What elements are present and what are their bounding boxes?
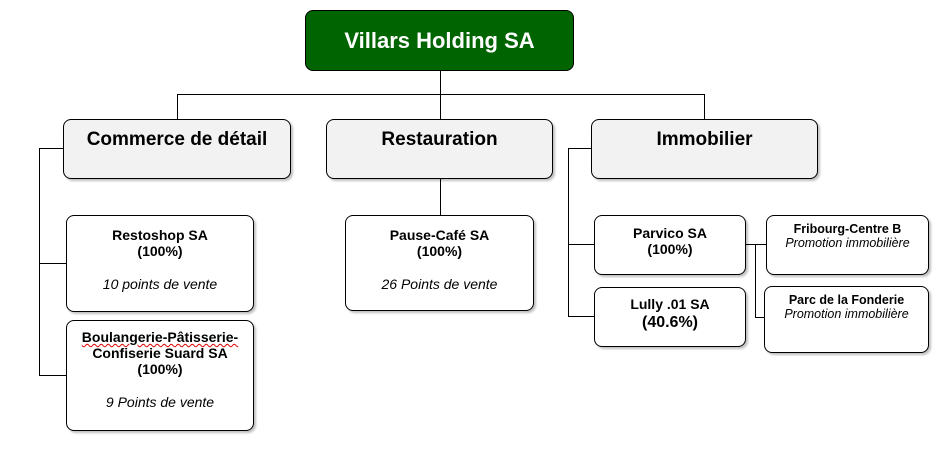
connector-immobilier-spine bbox=[568, 148, 569, 317]
connector-to-fribourg bbox=[755, 244, 766, 245]
project-fonderie[interactable]: Parc de la Fonderie Promotion immobilièr… bbox=[764, 286, 929, 353]
company-note: 26 Points de vente bbox=[381, 276, 498, 292]
connector-to-suard bbox=[39, 375, 66, 376]
connector-to-immobilier bbox=[704, 94, 705, 119]
category-immobilier[interactable]: Immobilier bbox=[591, 119, 818, 179]
category-commerce[interactable]: Commerce de détail bbox=[63, 119, 291, 179]
connector-parvico-right bbox=[746, 244, 755, 245]
root-node[interactable]: Villars Holding SA bbox=[305, 10, 574, 71]
company-share: (100%) bbox=[647, 241, 693, 257]
connector-root-down bbox=[440, 70, 441, 95]
company-name: Restoshop SA bbox=[112, 227, 208, 243]
company-note: 9 Points de vente bbox=[105, 394, 215, 410]
connector-commerce-left bbox=[39, 148, 64, 149]
connector-to-parvico bbox=[568, 244, 595, 245]
company-name-line2: Confiserie Suard SA bbox=[92, 345, 228, 361]
category-restauration[interactable]: Restauration bbox=[326, 119, 553, 179]
company-restoshop[interactable]: Restoshop SA (100%) 10 points de vente bbox=[66, 215, 254, 312]
project-name: Parc de la Fonderie bbox=[788, 293, 905, 307]
connector-to-restauration bbox=[440, 94, 441, 119]
project-note: Promotion immobilière bbox=[785, 236, 910, 250]
company-name: Parvico SA bbox=[633, 225, 707, 241]
connector-root-bar bbox=[177, 94, 705, 95]
connector-commerce-spine bbox=[39, 148, 40, 376]
category-commerce-label: Commerce de détail bbox=[86, 129, 268, 150]
company-name: Pause-Café SA bbox=[389, 227, 490, 243]
company-share: (100%) bbox=[137, 243, 183, 259]
project-name: Fribourg-Centre B bbox=[793, 222, 902, 236]
company-lully[interactable]: Lully .01 SA (40.6%) bbox=[594, 287, 746, 347]
root-title: Villars Holding SA bbox=[344, 27, 535, 53]
company-suard[interactable]: Boulangerie-Pâtisserie- Confiserie Suard… bbox=[66, 320, 254, 431]
category-immobilier-label: Immobilier bbox=[656, 129, 753, 150]
connector-to-fonderie bbox=[755, 317, 765, 318]
project-note: Promotion immobilière bbox=[784, 307, 909, 321]
connector-restauration-down bbox=[440, 178, 441, 216]
category-restauration-label: Restauration bbox=[381, 129, 498, 150]
company-share: (100%) bbox=[416, 243, 463, 259]
connector-to-lully bbox=[568, 316, 595, 317]
connector-to-restoshop bbox=[39, 263, 66, 264]
company-share: (100%) bbox=[137, 361, 183, 377]
company-name-line1: Boulangerie-Pâtisserie- bbox=[81, 329, 239, 345]
project-fribourg[interactable]: Fribourg-Centre B Promotion immobilière bbox=[766, 215, 929, 275]
company-note: 10 points de vente bbox=[102, 276, 218, 292]
company-parvico[interactable]: Parvico SA (100%) bbox=[594, 215, 746, 275]
company-share: (40.6%) bbox=[641, 314, 699, 331]
connector-to-commerce bbox=[177, 94, 178, 119]
connector-immobilier-left bbox=[568, 148, 592, 149]
company-name: Lully .01 SA bbox=[630, 296, 710, 312]
connector-parvico-spine bbox=[755, 244, 756, 318]
company-pausecafe[interactable]: Pause-Café SA (100%) 26 Points de vente bbox=[345, 215, 534, 311]
